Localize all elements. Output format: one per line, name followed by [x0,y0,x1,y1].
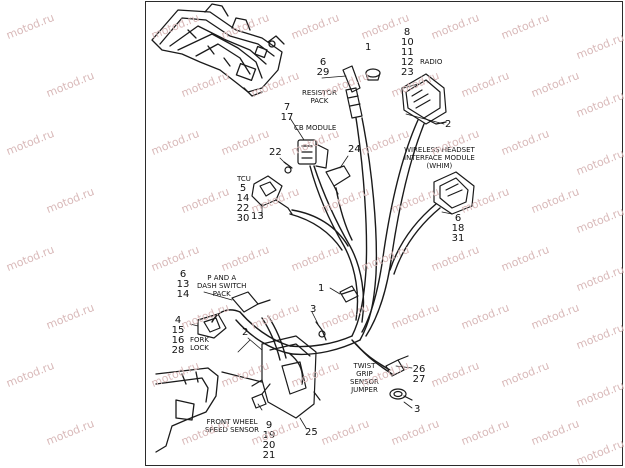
resistor-pack [342,65,363,119]
twist-grip-jumper [385,355,409,377]
label-radio: RADIO [420,58,443,66]
label-cb-module: CB MODULE [294,124,337,132]
chassis-frame [151,3,285,97]
clip-24 [325,165,351,195]
diagram-frame [145,1,623,466]
label-twist-grip: TWIST GRIP SENSOR JUMPER [350,362,379,394]
callout-24: 24 [348,144,361,155]
front-fork-frame [155,367,263,453]
label-resistor-pack: RESISTOR PACK [302,89,337,105]
whim-connector [433,171,475,215]
callout-mid-1: 1 [318,283,325,294]
callout-radio-conn: 2 [445,119,452,130]
label-tcu: TCU [237,175,251,183]
label-p-and-a: P AND A DASH SWITCH PACK [197,274,247,298]
front-wheel-speed-sensor [251,383,271,409]
label-fork-lock: FORK LOCK [190,336,209,352]
tcu-unit [251,175,293,215]
grommet-1-top [365,68,381,81]
label-whim: WIRELESS HEADSET INTERFACE MODULE (WHIM) [404,146,475,170]
label-front-wheel: FRONT WHEEL SPEED SENSOR [205,418,260,434]
clamp-3-upper [315,321,327,341]
leader-lines [189,75,453,429]
radio-connector [401,73,447,125]
grommet-1-mid [339,285,359,303]
callout-3-upper: 3 [310,304,317,315]
clamp-3-lower [389,388,413,401]
callout-2-lower: 2 [242,327,249,338]
callout-3-lower: 3 [414,404,421,415]
fork-lock-connector [197,313,227,339]
callout-22: 22 [269,147,282,158]
callout-top-1: 1 [365,42,372,53]
pa-switch-connector [231,291,271,313]
callout-13: 13 [251,211,264,222]
callout-25: 25 [305,427,318,438]
cb-connector [297,139,329,169]
